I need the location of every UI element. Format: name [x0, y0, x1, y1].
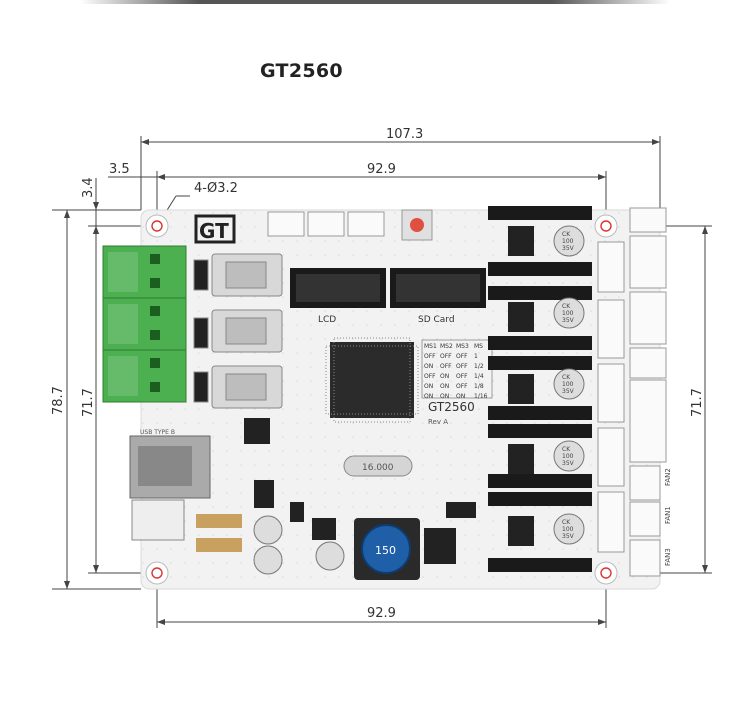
board-name-label: GT2560	[428, 400, 475, 414]
chip-small-4	[312, 518, 336, 540]
microstep-cell: MS3	[456, 343, 469, 350]
chip-small-1	[244, 418, 270, 444]
microstep-cell: 1/16	[474, 393, 488, 400]
microstep-cell: OFF	[456, 373, 468, 380]
screw-terminals	[102, 245, 187, 403]
microstep-cell: OFF	[440, 353, 452, 360]
bottom-capacitors	[253, 515, 345, 575]
svg-text:16.000: 16.000	[362, 463, 394, 473]
capacitor-label: 100	[562, 381, 574, 388]
chip-small-2	[254, 480, 274, 508]
sd-card-label: SD Card	[418, 315, 455, 325]
capacitor-label: 100	[562, 238, 574, 245]
usb-connector: USB TYPE B	[129, 429, 211, 499]
mosfet-heatsinks	[193, 253, 283, 409]
capacitor-label: CK	[562, 446, 571, 453]
microstep-cell: ON	[456, 393, 465, 400]
mcu-chip	[325, 337, 419, 423]
top-border-line	[80, 0, 670, 4]
page-title: GT2560	[260, 60, 343, 82]
fan3-label: FAN3	[664, 548, 672, 566]
microstep-cell: OFF	[456, 363, 468, 370]
microstep-cell: 1/8	[474, 383, 484, 390]
lcd-label: LCD	[318, 315, 336, 325]
microstep-cell: 1/4	[474, 373, 484, 380]
microstep-cell: OFF	[440, 363, 452, 370]
microstep-cell: OFF	[456, 353, 468, 360]
svg-text:GT: GT	[199, 219, 229, 243]
capacitor-label: 100	[562, 453, 574, 460]
microstep-cell: ON	[424, 363, 433, 370]
dim-hole-spacing-right: 71.7	[690, 388, 705, 417]
revision-label: Rev A	[428, 418, 448, 426]
driver-capacitor	[553, 297, 585, 329]
dim-top-offset: 3.4	[81, 177, 96, 198]
lcd-header	[290, 268, 386, 308]
microstep-cell: ON	[424, 383, 433, 390]
gt-logo: GT	[194, 214, 236, 244]
capacitor-label: CK	[562, 519, 571, 526]
driver-capacitor	[553, 368, 585, 400]
microstep-cell: ON	[440, 373, 449, 380]
microstep-cell: 1	[474, 353, 478, 360]
svg-text:USB TYPE B: USB TYPE B	[140, 429, 175, 436]
microstep-cell: 1/2	[474, 363, 484, 370]
dim-hole-spacing-top: 92.9	[367, 162, 396, 177]
jumper-blocks	[508, 226, 534, 546]
microstep-cell: MS2	[440, 343, 453, 350]
driver-capacitor	[553, 225, 585, 257]
dim-overall-width: 107.3	[386, 127, 423, 142]
microstep-cell: MS	[474, 343, 483, 350]
capacitor-label: 35V	[562, 533, 575, 540]
driver-capacitor	[553, 513, 585, 545]
capacitor-label: 35V	[562, 388, 575, 395]
regulator	[424, 528, 456, 564]
microstep-cell: OFF	[456, 383, 468, 390]
dim-left-offset: 3.5	[109, 162, 130, 177]
dimension-arrows	[64, 139, 708, 625]
capacitor-label: 35V	[562, 460, 575, 467]
dim-hole-spacing-bottom: 92.9	[367, 606, 396, 621]
inductor: 150	[354, 518, 420, 580]
microstep-cell: ON	[440, 383, 449, 390]
fan1-label: FAN1	[664, 506, 672, 524]
capacitor-label: 100	[562, 310, 574, 317]
diode	[446, 502, 476, 518]
stepper-driver-slots	[488, 206, 592, 572]
capacitor-label: CK	[562, 303, 571, 310]
microstep-cell: OFF	[424, 373, 436, 380]
capacitor-label: 35V	[562, 245, 575, 252]
microstep-cell: MS1	[424, 343, 437, 350]
capacitor-label: CK	[562, 374, 571, 381]
chip-small-3	[290, 502, 304, 522]
reset-button	[401, 209, 433, 241]
microstep-cell: ON	[424, 393, 433, 400]
microstep-cell: OFF	[424, 353, 436, 360]
dim-hole-spacing-left: 71.7	[81, 388, 96, 417]
mounting-holes	[145, 214, 618, 585]
power-connector	[131, 499, 185, 541]
capacitor-label: 100	[562, 526, 574, 533]
capacitor-label: CK	[562, 231, 571, 238]
crystal: 16.000	[343, 455, 413, 477]
capacitor-label: 35V	[562, 317, 575, 324]
fuse-1	[196, 514, 242, 528]
dim-overall-height: 78.7	[51, 386, 66, 415]
driver-capacitor	[553, 440, 585, 472]
top-jst-connectors	[267, 211, 385, 237]
fuse-2	[196, 538, 242, 552]
dim-hole-spec: 4-Ø3.2	[194, 181, 238, 196]
microstep-cell: ON	[440, 393, 449, 400]
sd-card-header	[390, 268, 486, 308]
svg-text:150: 150	[375, 544, 396, 557]
fan2-label: FAN2	[664, 468, 672, 486]
right-jst-connectors	[597, 207, 667, 577]
